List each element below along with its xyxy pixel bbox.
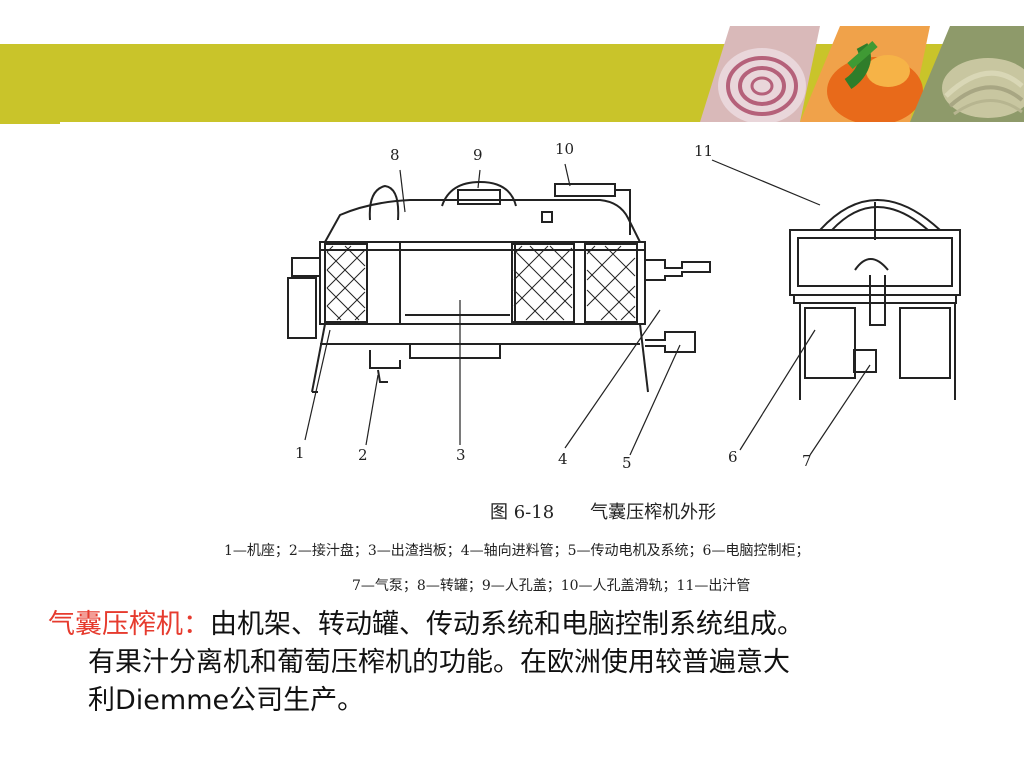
part-number-2: 2 (358, 446, 368, 464)
part-number-5: 5 (622, 454, 632, 472)
part-number-7: 7 (802, 452, 812, 470)
description-text: 气囊压榨机：由机架、转动罐、传动系统和电脑控制系统组成。 有果汁分离机和葡萄压榨… (48, 606, 1018, 720)
food-photo-mushroom (910, 26, 1024, 122)
description-line1-rest: 由机架、转动罐、传动系统和电脑控制系统组成。 (210, 609, 804, 640)
part-number-9: 9 (473, 146, 483, 164)
press-machine-figure: 8 9 10 11 1 2 3 4 5 6 7 图 6-18 气囊压榨机外形 1… (224, 140, 961, 594)
leader-lines (304, 159, 871, 456)
part-number-4: 4 (558, 450, 568, 468)
description-line3: 利Diemme公司生产。 (88, 685, 365, 716)
banner-white-strip (60, 122, 1024, 142)
machine-front-view (287, 180, 711, 393)
machine-side-view (789, 199, 961, 400)
part-number-8: 8 (390, 146, 400, 164)
figure-legend-line2: 7—气泵；8—转罐；9—人孔盖；10—人孔盖滑轨；11—出汁管 (352, 577, 750, 594)
description-line1: 气囊压榨机：由机架、转动罐、传动系统和电脑控制系统组成。 (48, 606, 1018, 644)
part-number-6: 6 (728, 448, 738, 466)
figure-legend-line1: 1—机座；2—接汁盘；3—出渣挡板；4—轴向进料管；5—传动电机及系统；6—电脑… (224, 542, 809, 559)
figure-title: 图 6-18 气囊压榨机外形 (490, 502, 716, 523)
food-photo-pepper (800, 26, 930, 122)
term-label: 气囊压榨机： (48, 609, 210, 640)
description-line2: 有果汁分离机和葡萄压榨机的功能。在欧洲使用较普遍意大 (88, 647, 790, 678)
part-number-10: 10 (555, 140, 574, 158)
part-number-labels: 8 9 10 11 1 2 3 4 5 6 7 (295, 140, 812, 472)
hatch-pattern (326, 245, 636, 321)
part-number-3: 3 (456, 446, 466, 464)
part-number-11: 11 (694, 142, 713, 160)
food-photo-onion (700, 26, 820, 122)
part-number-1: 1 (295, 444, 305, 462)
